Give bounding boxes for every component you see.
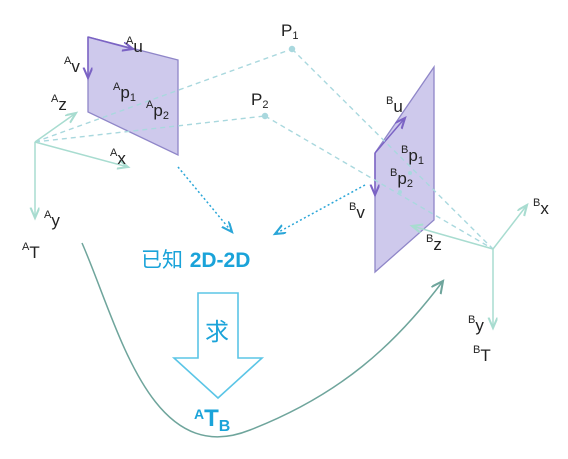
- label-b-p1: Bp1: [401, 144, 424, 167]
- label-world-p1: P1: [281, 21, 299, 42]
- label-a-y: Ay: [44, 209, 60, 230]
- image-axis-a-u: [87, 36, 133, 49]
- known-label: 已知 2D-2D: [141, 248, 251, 272]
- label-a-z: Az: [51, 93, 67, 114]
- image-point-bp2: [398, 190, 402, 194]
- label-b-t: BT: [473, 344, 491, 365]
- label-b-u: Bu: [386, 95, 403, 116]
- label-b-x: Bx: [533, 197, 549, 218]
- known-arrow-from-b: [275, 184, 366, 234]
- label-a-p2: Ap2: [146, 99, 169, 122]
- seek-label: 求: [205, 318, 229, 346]
- camera-frame-a-axes: [35, 113, 128, 218]
- label-world-p2: P2: [251, 90, 269, 111]
- world-point-p1: [288, 45, 296, 53]
- label-b-p2: Bp2: [390, 167, 413, 190]
- image-plane-b: [374, 64, 435, 274]
- known-arrow-from-a: [177, 166, 232, 232]
- label-a-t: AT: [22, 241, 40, 262]
- image-axis-b-u: [374, 118, 405, 154]
- label-b-y: By: [468, 314, 484, 335]
- camera-frame-b-axes: [412, 205, 527, 328]
- label-a-v: Av: [64, 55, 80, 76]
- label-a-x: Ax: [110, 147, 126, 168]
- solve-arrow: [171, 292, 265, 400]
- label-b-v: Bv: [349, 201, 365, 222]
- label-b-z: Bz: [426, 233, 442, 254]
- label-a-p1: Ap1: [113, 81, 136, 104]
- label-a-u: Au: [126, 35, 143, 56]
- image-plane-a: [87, 36, 179, 157]
- transform-curve: [81, 242, 443, 438]
- world-point-p2: [261, 112, 269, 120]
- image-point-bp1: [408, 171, 412, 175]
- result-transform: ATB: [194, 405, 231, 435]
- projection-rays: [34, 48, 494, 250]
